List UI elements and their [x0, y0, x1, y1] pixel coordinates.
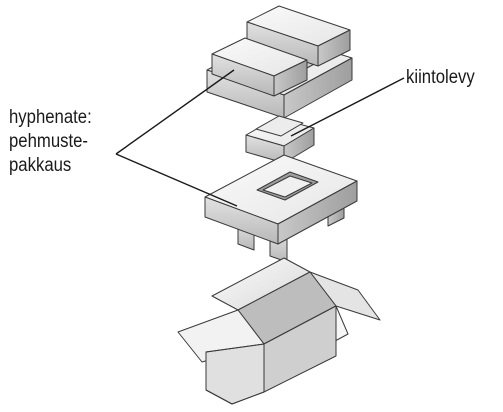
- bottom-cushion-side: [277, 180, 358, 245]
- cushion-label-line3: pakkaus: [9, 155, 72, 176]
- drive-label-text: kiintolevy: [406, 67, 475, 88]
- bottom-cushion-window-floor: [262, 175, 313, 198]
- top-cushion-back-bar-end: [246, 21, 319, 67]
- top-cushion-base-side: [283, 57, 353, 119]
- hard-drive: [255, 115, 304, 137]
- box-bottom-front: [205, 343, 265, 405]
- leader-lines: [115, 69, 405, 207]
- shipping-box: [177, 257, 381, 405]
- top-cushion: [206, 5, 353, 119]
- leader-cushion-top: [115, 69, 235, 155]
- hard-drive-cushion: [245, 115, 315, 164]
- drive-label: kiintolevy: [406, 66, 475, 90]
- leader-cushion-bottom: [115, 153, 238, 207]
- bottom-cushion: [204, 154, 358, 263]
- cushion-label-line2: pehmuste-: [9, 131, 89, 152]
- cushion-label-line1: hyphenate:: [9, 107, 92, 128]
- leader-drive: [290, 77, 405, 137]
- top-cushion-front-bar-side: [273, 59, 308, 97]
- cushion-label: hyphenate: pehmuste- pakkaus: [9, 106, 92, 178]
